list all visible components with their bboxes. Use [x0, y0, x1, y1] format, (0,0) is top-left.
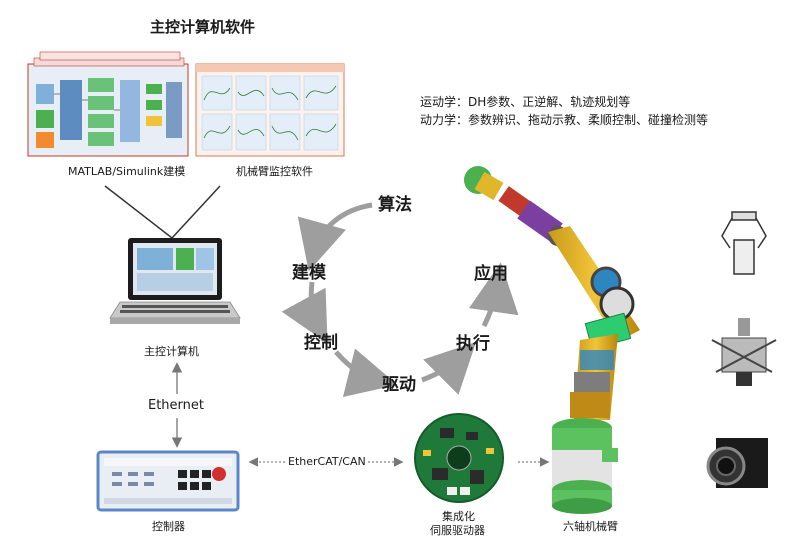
laptop-image: [109, 238, 241, 324]
simulink-screenshot: [27, 51, 189, 157]
controller-image: [96, 450, 240, 512]
cycle-execute: 执行: [456, 334, 490, 354]
matlab-label: MATLAB/Simulink建模: [68, 165, 186, 178]
servo-driver-image: [414, 413, 504, 503]
cycle-arrows: [281, 202, 519, 397]
robot-arm-label: 六轴机械臂: [563, 520, 618, 533]
monitor-screenshot: [195, 63, 345, 157]
kinematics-note: 运动学：DH参数、正逆解、轨迹规划等: [420, 95, 631, 109]
camera-icon: [706, 438, 768, 488]
host-software-title: 主控计算机软件: [150, 18, 256, 36]
controller-label: 控制器: [152, 520, 185, 533]
monitor-software-label: 机械臂监控软件: [236, 165, 313, 178]
cycle-drive: 驱动: [382, 375, 416, 395]
host-computer-label: 主控计算机: [144, 345, 199, 358]
bus-label: EtherCAT/CAN: [288, 455, 366, 468]
gripper-icon: [721, 211, 767, 275]
cycle-application: 应用: [474, 264, 508, 284]
cycle-control: 控制: [304, 333, 338, 353]
servo-label-line2: 伺服驱动器: [430, 524, 485, 537]
cycle-algorithm: 算法: [378, 195, 412, 215]
software-connector: [104, 185, 221, 240]
robot-arm-image: [464, 166, 640, 514]
servo-label-line1: 集成化: [442, 510, 475, 523]
ethernet-label: Ethernet: [148, 398, 204, 413]
vacuum-tool-icon: [711, 318, 777, 386]
cycle-modeling: 建模: [292, 263, 326, 283]
dynamics-note: 动力学：参数辨识、拖动示教、柔顺控制、碰撞检测等: [420, 113, 709, 127]
